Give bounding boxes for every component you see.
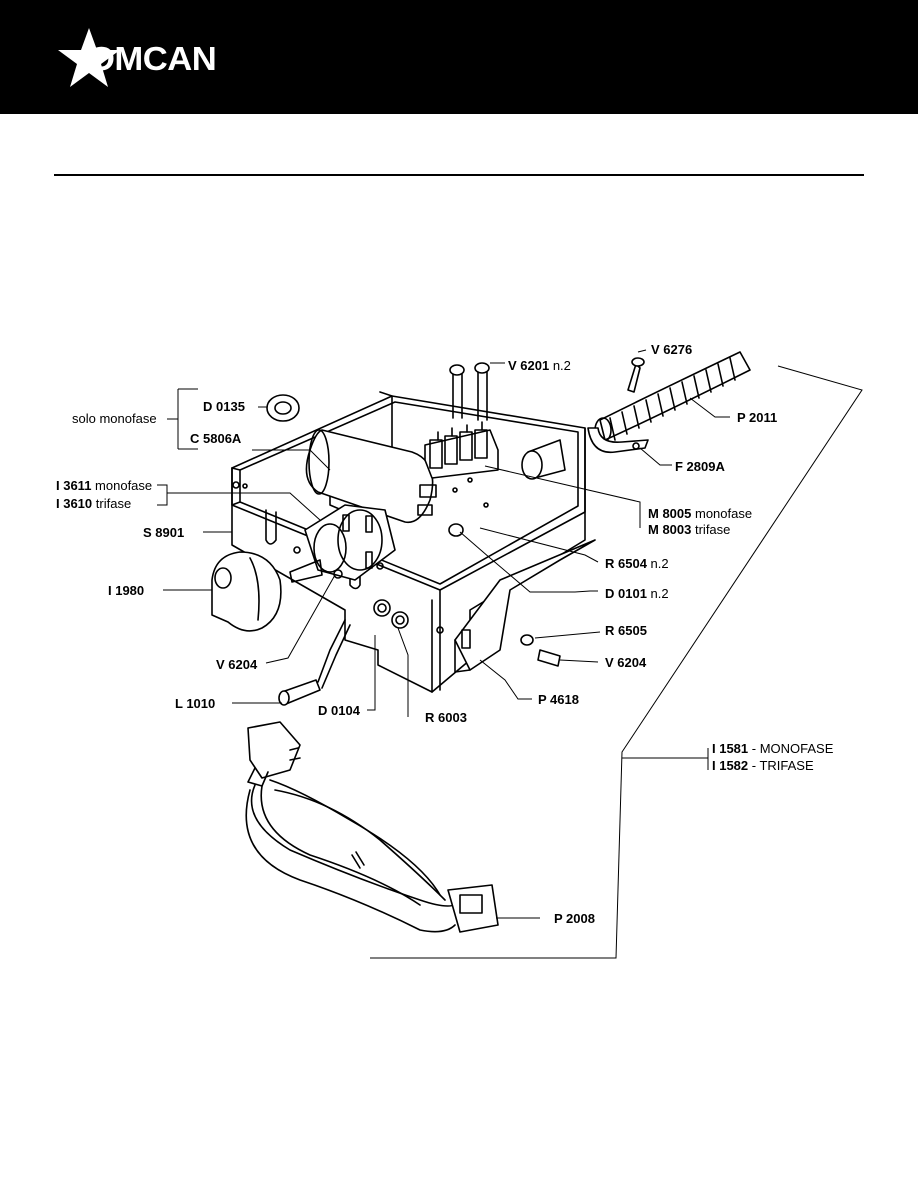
omcan-logo: OMCAN bbox=[54, 26, 244, 90]
cable-gland bbox=[521, 439, 566, 480]
spring-sheath bbox=[594, 351, 751, 443]
star-icon bbox=[58, 28, 120, 87]
motor bbox=[289, 504, 396, 583]
label-f2809a: F 2809A bbox=[675, 459, 725, 474]
power-cord bbox=[245, 721, 499, 933]
header-rule bbox=[54, 174, 864, 176]
label-d0135: D 0135 bbox=[203, 399, 245, 414]
small-parts bbox=[333, 523, 561, 667]
label-i1581: I 1581 - MONOFASE bbox=[712, 741, 834, 756]
label-i1980: I 1980 bbox=[108, 583, 145, 598]
header-bar: OMCAN bbox=[0, 0, 918, 114]
bracket-plate bbox=[454, 539, 596, 673]
label-v6276: V 6276 bbox=[651, 342, 693, 357]
label-m8005: M 8005 monofase bbox=[648, 506, 753, 521]
terminal-block bbox=[424, 421, 499, 479]
label-i3611: I 3611 monofase bbox=[56, 478, 153, 493]
label-v6201: V 6201 n.2 bbox=[508, 358, 571, 373]
label-s8901: S 8901 bbox=[143, 525, 185, 540]
brand-name: OMCAN bbox=[88, 40, 217, 77]
label-d0101: D 0101 n.2 bbox=[605, 586, 669, 601]
label-r6003: R 6003 bbox=[425, 710, 467, 725]
label-c5806a: C 5806A bbox=[190, 431, 242, 446]
label-v6204-right: V 6204 bbox=[605, 655, 647, 670]
cable-clamp bbox=[587, 427, 649, 454]
housing-box bbox=[231, 391, 586, 693]
label-d0104: D 0104 bbox=[318, 703, 360, 718]
label-l1010: L 1010 bbox=[175, 696, 216, 711]
screw-v6276 bbox=[627, 357, 645, 393]
label-m8003: M 8003 trifase bbox=[648, 522, 731, 537]
label-r6505: R 6505 bbox=[605, 623, 647, 638]
label-p4618: P 4618 bbox=[538, 692, 579, 707]
label-i1582: I 1582 - TRIFASE bbox=[712, 758, 814, 773]
label-i3610: I 3610 trifase bbox=[56, 496, 132, 511]
screws-top bbox=[449, 362, 490, 421]
label-p2011: P 2011 bbox=[737, 410, 778, 425]
label-v6204-left: V 6204 bbox=[216, 657, 258, 672]
knob bbox=[211, 551, 282, 632]
pilot-lamp bbox=[278, 619, 351, 706]
label-solo-monofase: solo monofase bbox=[72, 411, 157, 426]
label-p2008: P 2008 bbox=[554, 911, 595, 926]
nut bbox=[266, 394, 300, 422]
label-r6504: R 6504 n.2 bbox=[605, 556, 669, 571]
